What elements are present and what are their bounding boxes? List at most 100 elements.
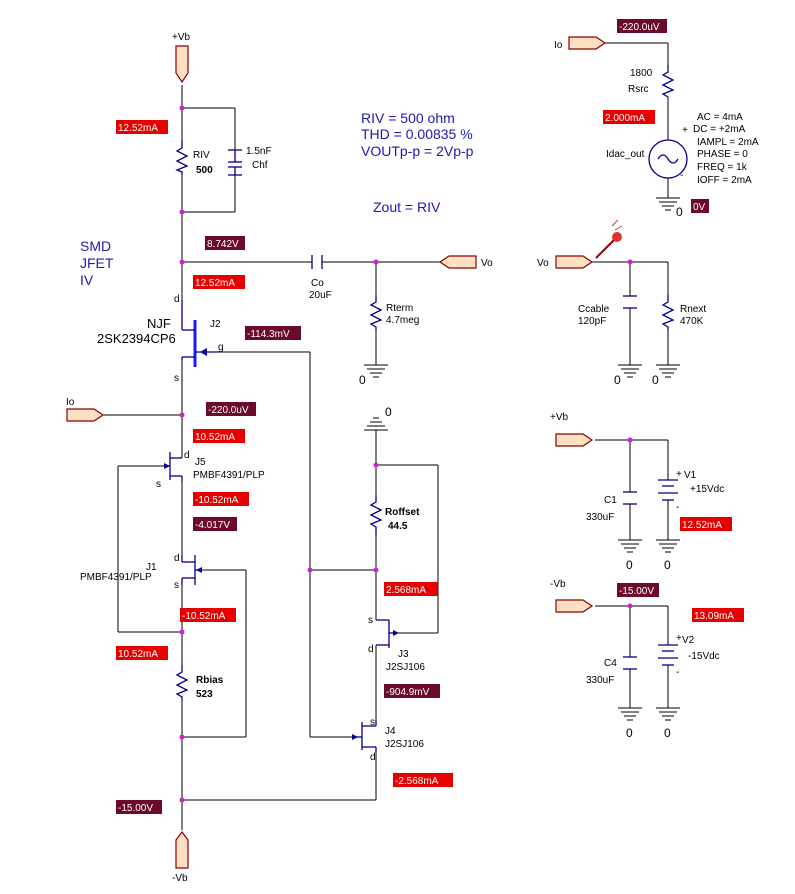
probe-v-j5s: -4.017V xyxy=(193,517,237,531)
voltage-source-v2[interactable]: + - V2 -15Vdc xyxy=(658,633,720,678)
svg-text:Roffset: Roffset xyxy=(385,507,420,518)
capacitor-co[interactable]: Co 20uF xyxy=(309,255,332,301)
probe-v-io-top: -220.0uV xyxy=(617,19,667,33)
probe-i-v2: 13.09mA xyxy=(692,608,744,622)
jfet-j4[interactable]: s d J4 J2SJ106 xyxy=(352,717,424,763)
jfet-j2[interactable]: d s g J2 NJF 2SK2394CP6 xyxy=(97,294,224,384)
probe-i-drain: 12.52mA xyxy=(193,275,245,289)
svg-text:s: s xyxy=(156,479,161,490)
probe-i-rsrc: 2.000mA xyxy=(603,110,655,124)
svg-text:d: d xyxy=(174,553,180,564)
resistor-rsrc[interactable]: 1800 Rsrc xyxy=(628,65,675,98)
svg-text:523: 523 xyxy=(196,689,213,700)
probe-i-riv: 12.52mA xyxy=(116,120,168,134)
svg-text:1800: 1800 xyxy=(630,68,653,79)
resistor-roffset[interactable]: Roffset 44.5 xyxy=(369,495,420,535)
svg-text:d: d xyxy=(370,752,376,763)
svg-text:SMD: SMD xyxy=(80,238,111,254)
svg-text:+: + xyxy=(676,469,682,480)
svg-text:+: + xyxy=(676,633,682,644)
probe-v-neg2: -15.00V xyxy=(617,583,659,597)
svg-text:0: 0 xyxy=(664,726,671,740)
svg-text:Rterm: Rterm xyxy=(386,303,413,314)
svg-text:-10.52mA: -10.52mA xyxy=(182,611,226,622)
probe-marker-icon[interactable] xyxy=(595,219,623,259)
current-source-idac[interactable]: + - Idac_out AC = 4mA DC = +2mA IAMPL = … xyxy=(606,112,759,186)
probe-v-gate: -114.3mV xyxy=(245,326,301,340)
capacitor-c4[interactable]: C4 330uF xyxy=(586,656,637,686)
svg-text:d: d xyxy=(184,450,190,461)
resistor-riv[interactable]: RIV 500 xyxy=(175,140,213,176)
probe-i-v1: 12.52mA xyxy=(680,517,732,531)
probe-i-j3s: 2.568mA xyxy=(384,582,438,596)
svg-text:-15.00V: -15.00V xyxy=(619,586,654,597)
port-vb-pos[interactable]: +Vb xyxy=(550,412,594,447)
svg-text:20uF: 20uF xyxy=(309,290,332,301)
port-io-right[interactable]: Io xyxy=(554,36,607,51)
port-vb-neg[interactable]: -Vb xyxy=(550,579,594,613)
port-vb-top[interactable]: +Vb xyxy=(172,32,191,84)
port-io-left[interactable]: Io xyxy=(66,397,105,422)
jfet-j5[interactable]: d s J5 PMBF4391/PLP xyxy=(156,450,265,490)
svg-text:-220.0uV: -220.0uV xyxy=(619,22,660,33)
svg-text:THD = 0.00835 %: THD = 0.00835 % xyxy=(361,126,473,142)
capacitor-ccable[interactable]: Ccable 120pF xyxy=(578,295,637,327)
jfet-j3[interactable]: s d J3 J2SJ106 xyxy=(368,615,425,673)
svg-text:-2.568mA: -2.568mA xyxy=(395,776,439,787)
capacitor-c1[interactable]: C1 330uF xyxy=(586,491,637,523)
svg-text:+15Vdc: +15Vdc xyxy=(690,484,724,495)
svg-text:IAMPL = 2mA: IAMPL = 2mA xyxy=(697,137,759,148)
svg-text:-15Vdc: -15Vdc xyxy=(688,651,720,662)
svg-text:+Vb: +Vb xyxy=(550,412,569,423)
svg-text:J2: J2 xyxy=(210,319,221,330)
svg-text:-4.017V: -4.017V xyxy=(195,520,230,531)
svg-text:Io: Io xyxy=(554,40,563,51)
svg-text:s: s xyxy=(174,580,179,591)
svg-text:0: 0 xyxy=(664,558,671,572)
resistor-rterm[interactable]: Rterm 4.7meg xyxy=(369,295,419,330)
svg-text:2SK2394CP6: 2SK2394CP6 xyxy=(97,331,176,346)
svg-text:-220.0uV: -220.0uV xyxy=(208,405,249,416)
port-vo-in[interactable]: Vo xyxy=(537,255,594,269)
svg-text:Zout = RIV: Zout = RIV xyxy=(373,199,441,215)
voltage-source-v1[interactable]: + - V1 +15Vdc xyxy=(658,469,724,513)
svg-text:s: s xyxy=(174,373,179,384)
port-vb-bottom[interactable]: -Vb xyxy=(172,831,189,884)
ground-ccable: 0 xyxy=(614,364,642,387)
probe-i-j4d: -2.568mA xyxy=(393,773,453,787)
ground-rnext: 0 xyxy=(652,364,680,387)
svg-text:13.09mA: 13.09mA xyxy=(694,611,734,622)
svg-text:J2SJ106: J2SJ106 xyxy=(385,739,424,750)
svg-text:500: 500 xyxy=(196,165,213,176)
capacitor-chf[interactable]: 1.5nF Chf xyxy=(228,146,272,176)
svg-text:0: 0 xyxy=(676,205,683,219)
svg-text:12.52mA: 12.52mA xyxy=(195,278,235,289)
junction-dots xyxy=(179,105,633,803)
svg-text:0: 0 xyxy=(626,726,633,740)
svg-text:+Vb: +Vb xyxy=(172,32,191,43)
probe-v-zero: 0V xyxy=(691,199,709,213)
ground-v1: 0 xyxy=(656,539,680,572)
ground-c1: 0 xyxy=(618,539,642,572)
svg-text:J3: J3 xyxy=(398,649,409,660)
port-vo-out[interactable]: Vo xyxy=(438,255,493,269)
svg-text:330uF: 330uF xyxy=(586,675,614,686)
svg-text:Ccable: Ccable xyxy=(578,304,610,315)
svg-text:-: - xyxy=(676,502,679,513)
svg-text:0: 0 xyxy=(359,373,366,387)
svg-text:Io: Io xyxy=(66,397,75,408)
svg-text:-Vb: -Vb xyxy=(550,579,566,590)
resistor-rnext[interactable]: Rnext 470K xyxy=(661,295,706,330)
svg-text:IV: IV xyxy=(80,272,94,288)
svg-text:DC = +2mA: DC = +2mA xyxy=(693,124,746,135)
svg-text:J2SJ106: J2SJ106 xyxy=(386,662,425,673)
svg-text:10.52mA: 10.52mA xyxy=(195,432,235,443)
ground-c4: 0 xyxy=(618,707,642,740)
resistor-rbias[interactable]: Rbias 523 xyxy=(175,665,224,700)
jfet-j1[interactable]: d s J1 PMBF4391/PLP xyxy=(80,553,202,591)
svg-text:PHASE = 0: PHASE = 0 xyxy=(697,149,748,160)
svg-text:J5: J5 xyxy=(195,457,206,468)
svg-text:-114.3mV: -114.3mV xyxy=(247,329,290,340)
svg-text:Vo: Vo xyxy=(537,258,549,269)
svg-text:V1: V1 xyxy=(684,470,697,481)
